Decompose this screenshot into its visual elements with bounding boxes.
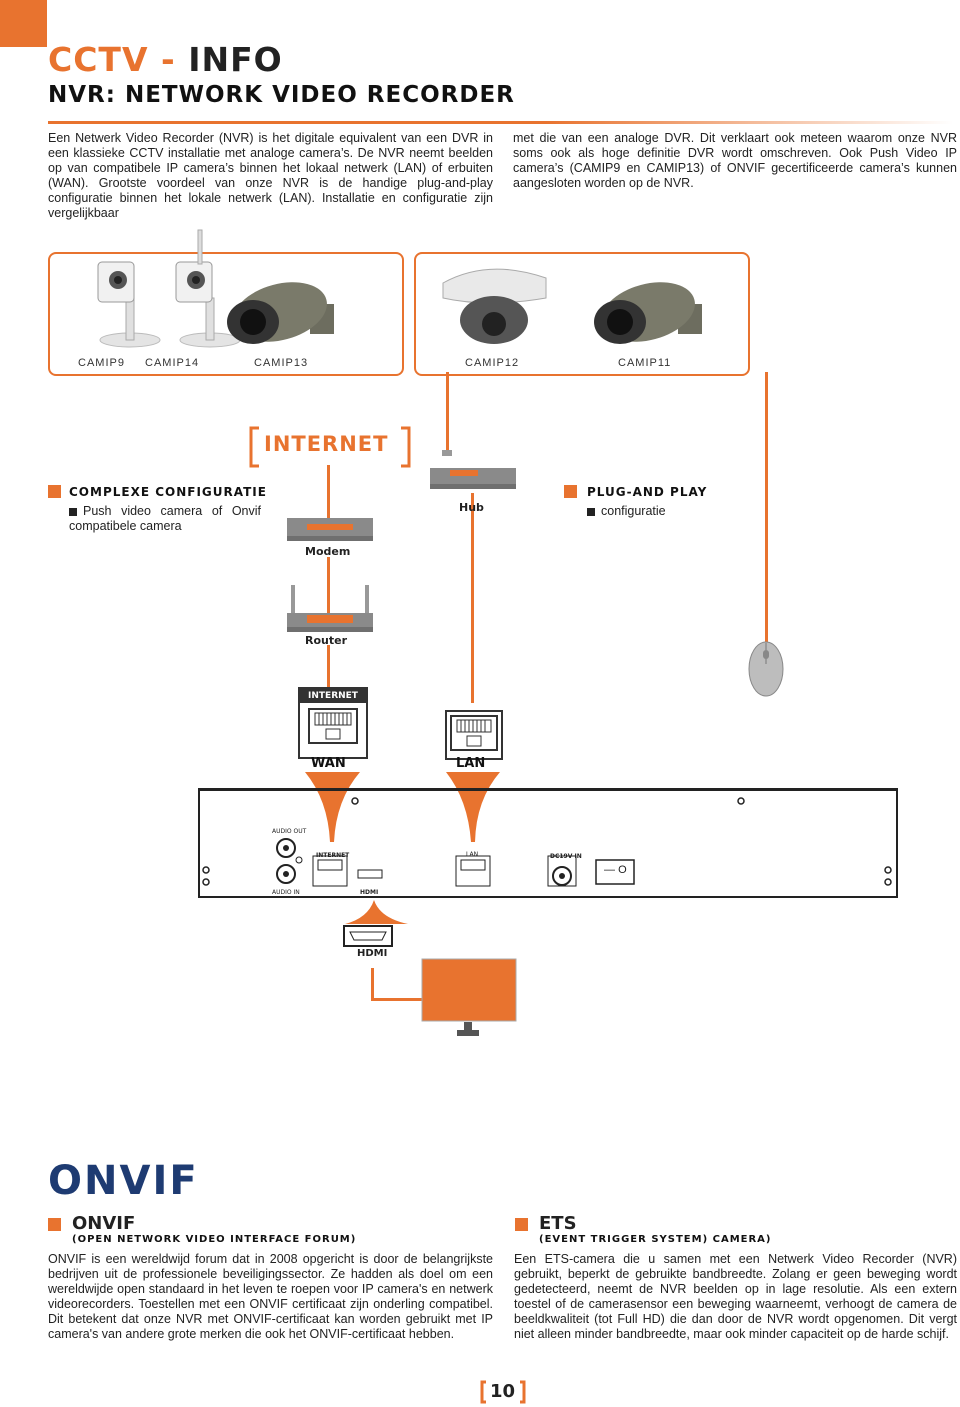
camip13-camera-icon [227, 282, 334, 344]
onvif-title: ONVIF [72, 1213, 136, 1234]
hub-label: Hub [459, 501, 484, 514]
ets-title: ETS [539, 1213, 577, 1234]
modem-icon [287, 518, 373, 541]
line-modem-router [327, 557, 330, 617]
onvif-logo: ONVIF [48, 1158, 199, 1204]
nvr-dc-label: DC19V IN [550, 853, 582, 860]
intro-left: Een Netwerk Video Recorder (NVR) is het … [48, 131, 493, 220]
nvr-lan-label: LAN [466, 851, 479, 858]
camera-frame-right [414, 252, 750, 376]
page-number-bracket [480, 1380, 526, 1404]
page-title: CCTV - INFO [48, 40, 283, 79]
nvr-hdmi-label: HDMI [360, 889, 379, 896]
wan-label: WAN [311, 756, 346, 771]
internet-label: INTERNET [264, 432, 389, 456]
hub-icon [430, 450, 516, 489]
nvr-audio-out-label: AUDIO OUT [272, 828, 307, 835]
plug-marker [564, 485, 577, 498]
hdmi-connection [343, 900, 430, 1001]
mouse-icon [748, 641, 784, 697]
bullet-square [587, 507, 595, 516]
nvr-panel-details [202, 797, 892, 887]
router-icon [287, 585, 373, 632]
onvif-marker [48, 1218, 61, 1231]
complex-marker [48, 485, 61, 498]
line-hub-lan [471, 493, 474, 703]
camera-frame-left [48, 252, 404, 376]
internet-bracket [249, 426, 411, 468]
power-switch[interactable]: — O [604, 864, 627, 876]
bullet-square [69, 507, 77, 516]
router-label: Router [305, 634, 348, 647]
page-subtitle: NVR: NETWORK VIDEO RECORDER [48, 82, 515, 108]
ets-subtitle: (EVENT TRIGGER SYSTEM) CAMERA) [539, 1234, 772, 1245]
wan-port-box: INTERNET [298, 687, 368, 759]
lan-ethernet-icon [450, 715, 498, 751]
plug-text: configuratie [587, 504, 747, 519]
plug-title: PLUG-AND PLAY [587, 485, 708, 499]
camera-label-camip13: CAMIP13 [254, 357, 309, 369]
line-camera-right [765, 372, 768, 642]
camera-illustrations [97, 229, 702, 348]
ets-text: Een ETS-camera die u samen met een Netwe… [514, 1252, 957, 1341]
onvif-subtitle: (OPEN NETWORK VIDEO INTERFACE FORUM) [72, 1234, 357, 1245]
camip12-camera-icon [442, 268, 547, 344]
wan-ethernet-icon [308, 708, 358, 744]
intro-right: met die van een analoge DVR. Dit verklaa… [513, 131, 957, 190]
hdmi-label: HDMI [357, 948, 388, 959]
line-camera-hub [446, 372, 449, 452]
page-number: 10 [490, 1381, 516, 1402]
wan-internet-label: INTERNET [300, 689, 366, 703]
onvif-text: ONVIF is een wereldwijd forum dat in 200… [48, 1252, 493, 1341]
corner-accent [0, 0, 47, 47]
complex-title: COMPLEXE CONFIGURATIE [69, 485, 267, 499]
complex-text: Push video camera of Onvif compatibele c… [69, 504, 261, 533]
nvr-audio-in-label: AUDIO IN [272, 889, 300, 896]
line-router-wan [327, 645, 330, 700]
camera-label-camip9: CAMIP9 [78, 357, 125, 369]
line-internet-modem [327, 465, 330, 520]
ets-marker [515, 1218, 528, 1231]
monitor-icon [421, 958, 517, 1036]
camera-label-camip12: CAMIP12 [465, 357, 520, 369]
camip11-camera-icon [594, 282, 702, 344]
nvr-back-panel [198, 788, 898, 898]
camera-label-camip11: CAMIP11 [618, 357, 672, 369]
camera-label-camip14: CAMIP14 [145, 357, 200, 369]
lan-port-box [445, 710, 503, 760]
nvr-internet-label: INTERNET [316, 852, 350, 859]
header-rule [48, 121, 953, 124]
lan-label: LAN [456, 756, 486, 771]
modem-label: Modem [305, 545, 351, 558]
camip9-camera-icon [97, 261, 161, 348]
